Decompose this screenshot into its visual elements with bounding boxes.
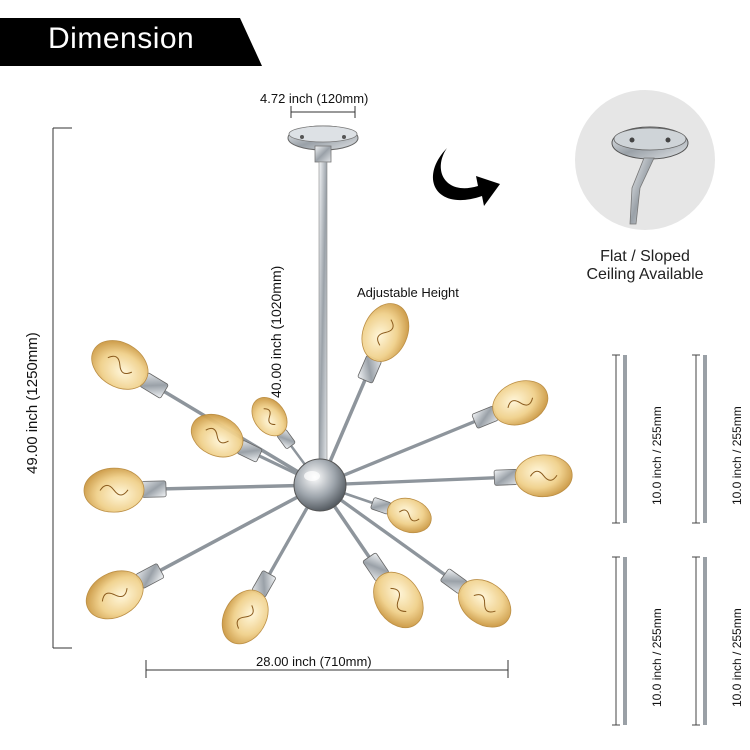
rod-segment-4	[692, 556, 707, 726]
arm-9	[319, 483, 455, 583]
filament-6	[101, 588, 128, 602]
total-height-dimension	[52, 127, 72, 649]
filament-9	[473, 594, 496, 613]
rod-length-label: 40.00 inch (1020mm)	[268, 265, 284, 398]
total-height-label: 49.00 inch (1250mm)	[24, 332, 41, 474]
arm-3	[319, 415, 486, 487]
socket-5	[141, 480, 167, 498]
rod-segment-1-label: 10.0 inch / 255mm	[650, 406, 664, 505]
rod-segment-2-label: 10.0 inch / 255mm	[730, 406, 744, 505]
canopy-width-label: 4.72 inch (120mm)	[260, 91, 369, 106]
total-width-dimension	[145, 660, 509, 678]
rod-segment-4-label: 10.0 inch / 255mm	[730, 608, 744, 707]
filament-10	[205, 427, 229, 444]
down-rod	[318, 161, 328, 465]
filament-3	[507, 397, 534, 409]
arm-4	[319, 475, 506, 487]
header-banner: Dimension	[0, 18, 262, 66]
canopy-closeup	[575, 90, 715, 230]
rod-segment-2	[692, 354, 707, 524]
filament-1	[107, 355, 133, 375]
canopy-width-dimension	[290, 106, 356, 118]
rod-segment-1	[612, 354, 627, 524]
filament-2	[377, 319, 394, 346]
filament-4	[529, 470, 558, 481]
total-width-label: 28.00 inch (710mm)	[256, 654, 372, 669]
filament-5	[99, 484, 129, 496]
page-title: Dimension	[48, 22, 195, 55]
filament-11	[263, 408, 276, 426]
filament-7	[236, 605, 254, 629]
filament-8	[390, 587, 407, 613]
adjustable-height-label: Adjustable Height	[357, 285, 459, 300]
sputnik-arms	[83, 303, 573, 645]
ceiling-note-line2: Ceiling Available	[586, 266, 704, 283]
arm-6	[149, 483, 321, 578]
filament-12	[399, 509, 420, 522]
center-hub	[293, 458, 347, 512]
socket-4	[493, 468, 518, 486]
banner-shape	[0, 18, 262, 66]
rod-segment-3-label: 10.0 inch / 255mm	[650, 608, 664, 707]
ceiling-note: Flat / Sloped Ceiling Available	[565, 248, 725, 284]
canopy	[287, 125, 359, 163]
arm-5	[153, 483, 321, 491]
rod-segment-3	[612, 556, 627, 726]
ceiling-note-line1: Flat / Sloped	[600, 248, 690, 265]
curved-arrow-icon	[432, 148, 500, 206]
